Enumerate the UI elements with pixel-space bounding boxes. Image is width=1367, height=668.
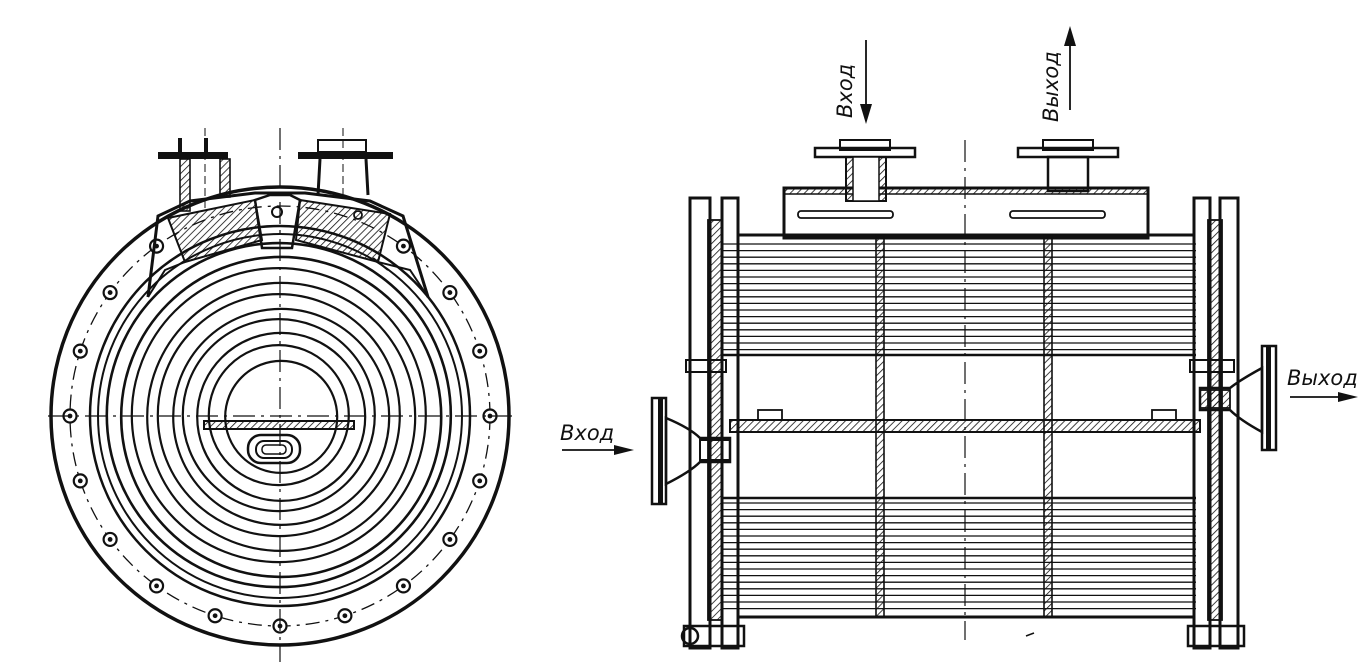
- end-view-bolts: [62, 238, 498, 634]
- end-view-outlet-nozzle: [298, 128, 393, 200]
- flange-bolt: [148, 578, 165, 594]
- spiral-ring: [105, 241, 453, 589]
- center-core: [246, 433, 302, 465]
- center-partition-bar: [203, 420, 355, 430]
- flange-bolt: [395, 578, 412, 594]
- flange-bolt: [442, 284, 458, 301]
- spiral-ring: [196, 331, 367, 502]
- spiral-ring: [224, 359, 339, 474]
- label-side-inlet: Вход: [560, 421, 614, 445]
- side-outlet-nozzle: [1016, 139, 1120, 193]
- flange-bolt: [207, 608, 223, 624]
- top-inlet-arrow: [860, 40, 872, 124]
- top-outlet-arrow: [1064, 26, 1076, 110]
- side-axial-outlet-nozzle: [1198, 344, 1278, 452]
- end-view: [48, 128, 512, 662]
- side-header-box: [782, 186, 1150, 240]
- flange-bolt: [102, 531, 118, 548]
- flange-bolt: [442, 531, 458, 548]
- end-view-header: [146, 191, 430, 298]
- flange-bolt: [337, 608, 353, 624]
- spiral-ring: [130, 267, 427, 564]
- side-inlet-arrow: [562, 445, 634, 455]
- side-outlet-arrow: [1290, 392, 1358, 402]
- flange-bolt: [472, 343, 488, 359]
- end-view-inlet-nozzle: [158, 128, 231, 212]
- flange-bolt: [148, 238, 165, 254]
- label-top-inlet: Вход: [833, 64, 857, 118]
- side-axial-inlet-nozzle: [650, 396, 732, 506]
- spiral-ring: [181, 318, 376, 513]
- spiral-ring: [172, 307, 391, 526]
- flange-bolt: [395, 238, 412, 254]
- central-axis-plate: [729, 419, 1201, 433]
- spiral-ring: [146, 281, 417, 552]
- flange-bolt: [102, 284, 118, 301]
- label-top-outlet: Выход: [1039, 51, 1063, 122]
- flange-bolt: [472, 473, 488, 489]
- right-end-flange: [1186, 196, 1246, 650]
- side-inlet-nozzle: [813, 139, 917, 202]
- spiral-ring: [156, 293, 401, 538]
- flange-bolt: [72, 343, 88, 359]
- spiral-ring: [119, 255, 443, 579]
- plate-stacks: [722, 243, 1196, 610]
- spiral-ring: [207, 344, 350, 487]
- spiral-channels: [105, 241, 453, 589]
- flange-bolt: [72, 473, 88, 489]
- label-side-outlet: Выход: [1287, 366, 1358, 390]
- side-section: [562, 26, 1358, 650]
